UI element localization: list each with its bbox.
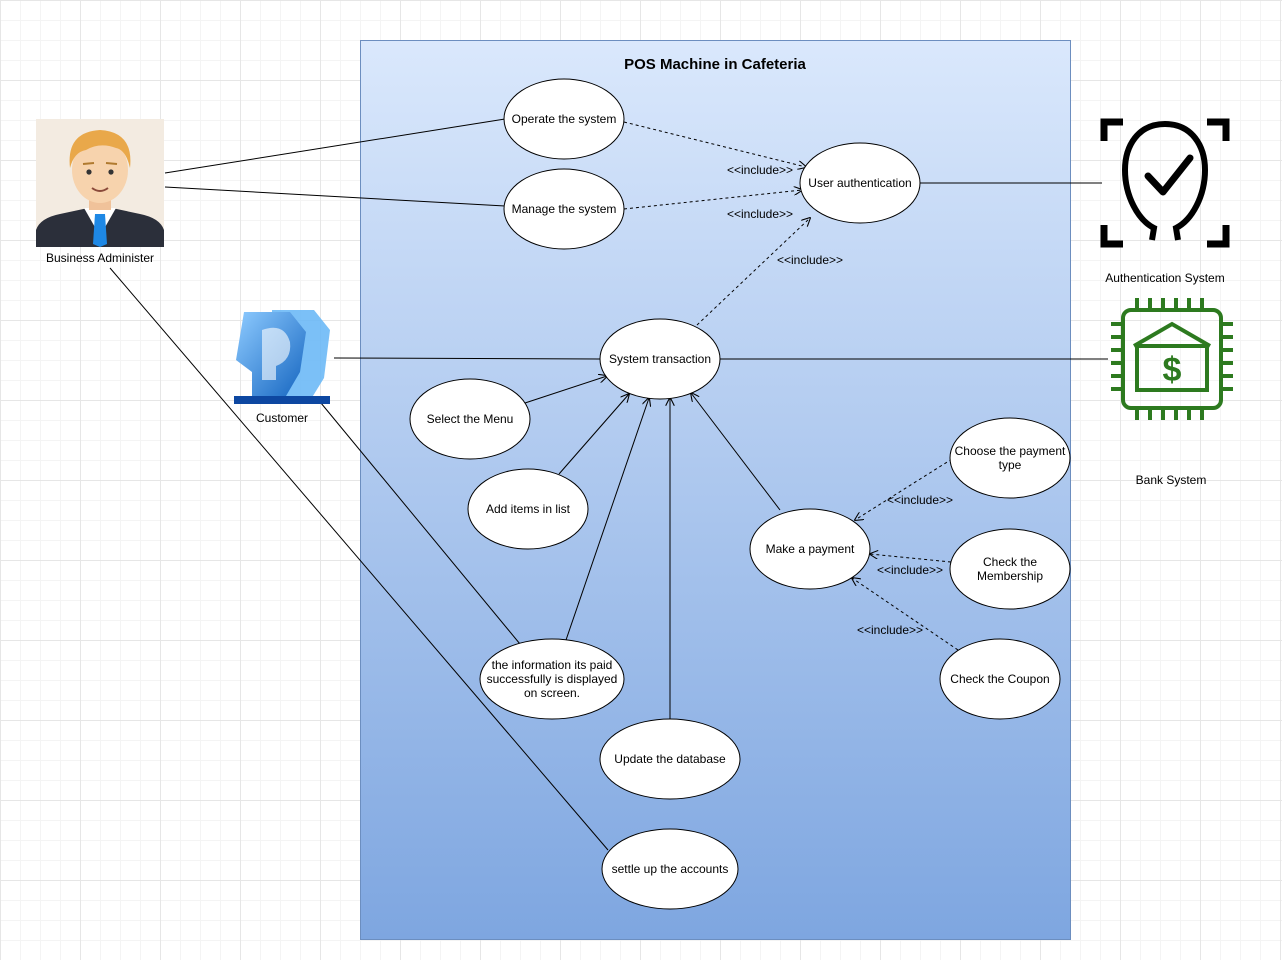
include-label: <<include>>	[887, 493, 953, 507]
customers-icon	[234, 310, 330, 404]
face-check-icon	[1100, 118, 1230, 248]
use-case-select-the-menu[interactable]: Select the Menu	[409, 378, 531, 460]
include-dependencies	[623, 121, 959, 651]
actor-business-administer[interactable]: Business Administer	[36, 119, 164, 265]
include-label: <<include>>	[857, 623, 923, 637]
actor-bank-system[interactable]: $ Bank System	[1111, 298, 1233, 487]
use-case-label: Operate the system	[512, 112, 617, 126]
actor-label: Business Administer	[46, 251, 154, 265]
actor-label: Authentication System	[1105, 271, 1224, 285]
use-case-make-a-payment[interactable]: Make a payment	[749, 508, 871, 590]
include-labels: <<include>> <<include>> <<include>> <<in…	[727, 163, 953, 637]
use-case-add-items-in-list[interactable]: Add items in list	[467, 468, 589, 550]
use-case-label: Check the Coupon	[950, 672, 1049, 686]
include-label: <<include>>	[777, 253, 843, 267]
actor-label: Bank System	[1136, 473, 1207, 487]
use-case-system-transaction[interactable]: System transaction	[599, 318, 721, 400]
svg-text:$: $	[1163, 351, 1182, 389]
include-label: <<include>>	[727, 207, 793, 221]
use-case-check-the-coupon[interactable]: Check the Coupon	[939, 638, 1061, 720]
bank-chip-icon: $	[1111, 298, 1233, 420]
use-case-label: System transaction	[609, 352, 711, 366]
use-case-label: settle up the accounts	[612, 862, 729, 876]
use-case-settle-up-the-accounts[interactable]: settle up the accounts	[601, 828, 739, 910]
actor-authentication-system[interactable]: Authentication System	[1100, 118, 1230, 285]
use-case-label: User authentication	[808, 176, 911, 190]
use-case-label: Manage the system	[512, 202, 617, 216]
use-case-label: Add items in list	[486, 502, 571, 516]
use-case-label: Update the database	[614, 752, 726, 766]
use-case-operate-the-system[interactable]: Operate the system	[503, 78, 625, 160]
use-case-update-the-database[interactable]: Update the database	[599, 718, 741, 800]
system-boundary	[360, 40, 1071, 940]
actor-customer[interactable]: Customer	[234, 310, 330, 425]
use-case-user-authentication[interactable]: User authentication	[799, 142, 921, 224]
include-label: <<include>>	[877, 563, 943, 577]
businessman-icon	[36, 119, 164, 247]
diagram-title: POS Machine in Cafeteria	[624, 56, 806, 73]
include-label: <<include>>	[727, 163, 793, 177]
actor-label: Customer	[256, 411, 308, 425]
use-case-manage-the-system[interactable]: Manage the system	[503, 168, 625, 250]
use-case-label: Select the Menu	[427, 412, 514, 426]
use-case-label: Make a payment	[766, 542, 855, 556]
associations	[109, 118, 1108, 851]
use-cases: Operate the system Manage the system Use…	[409, 78, 1071, 910]
